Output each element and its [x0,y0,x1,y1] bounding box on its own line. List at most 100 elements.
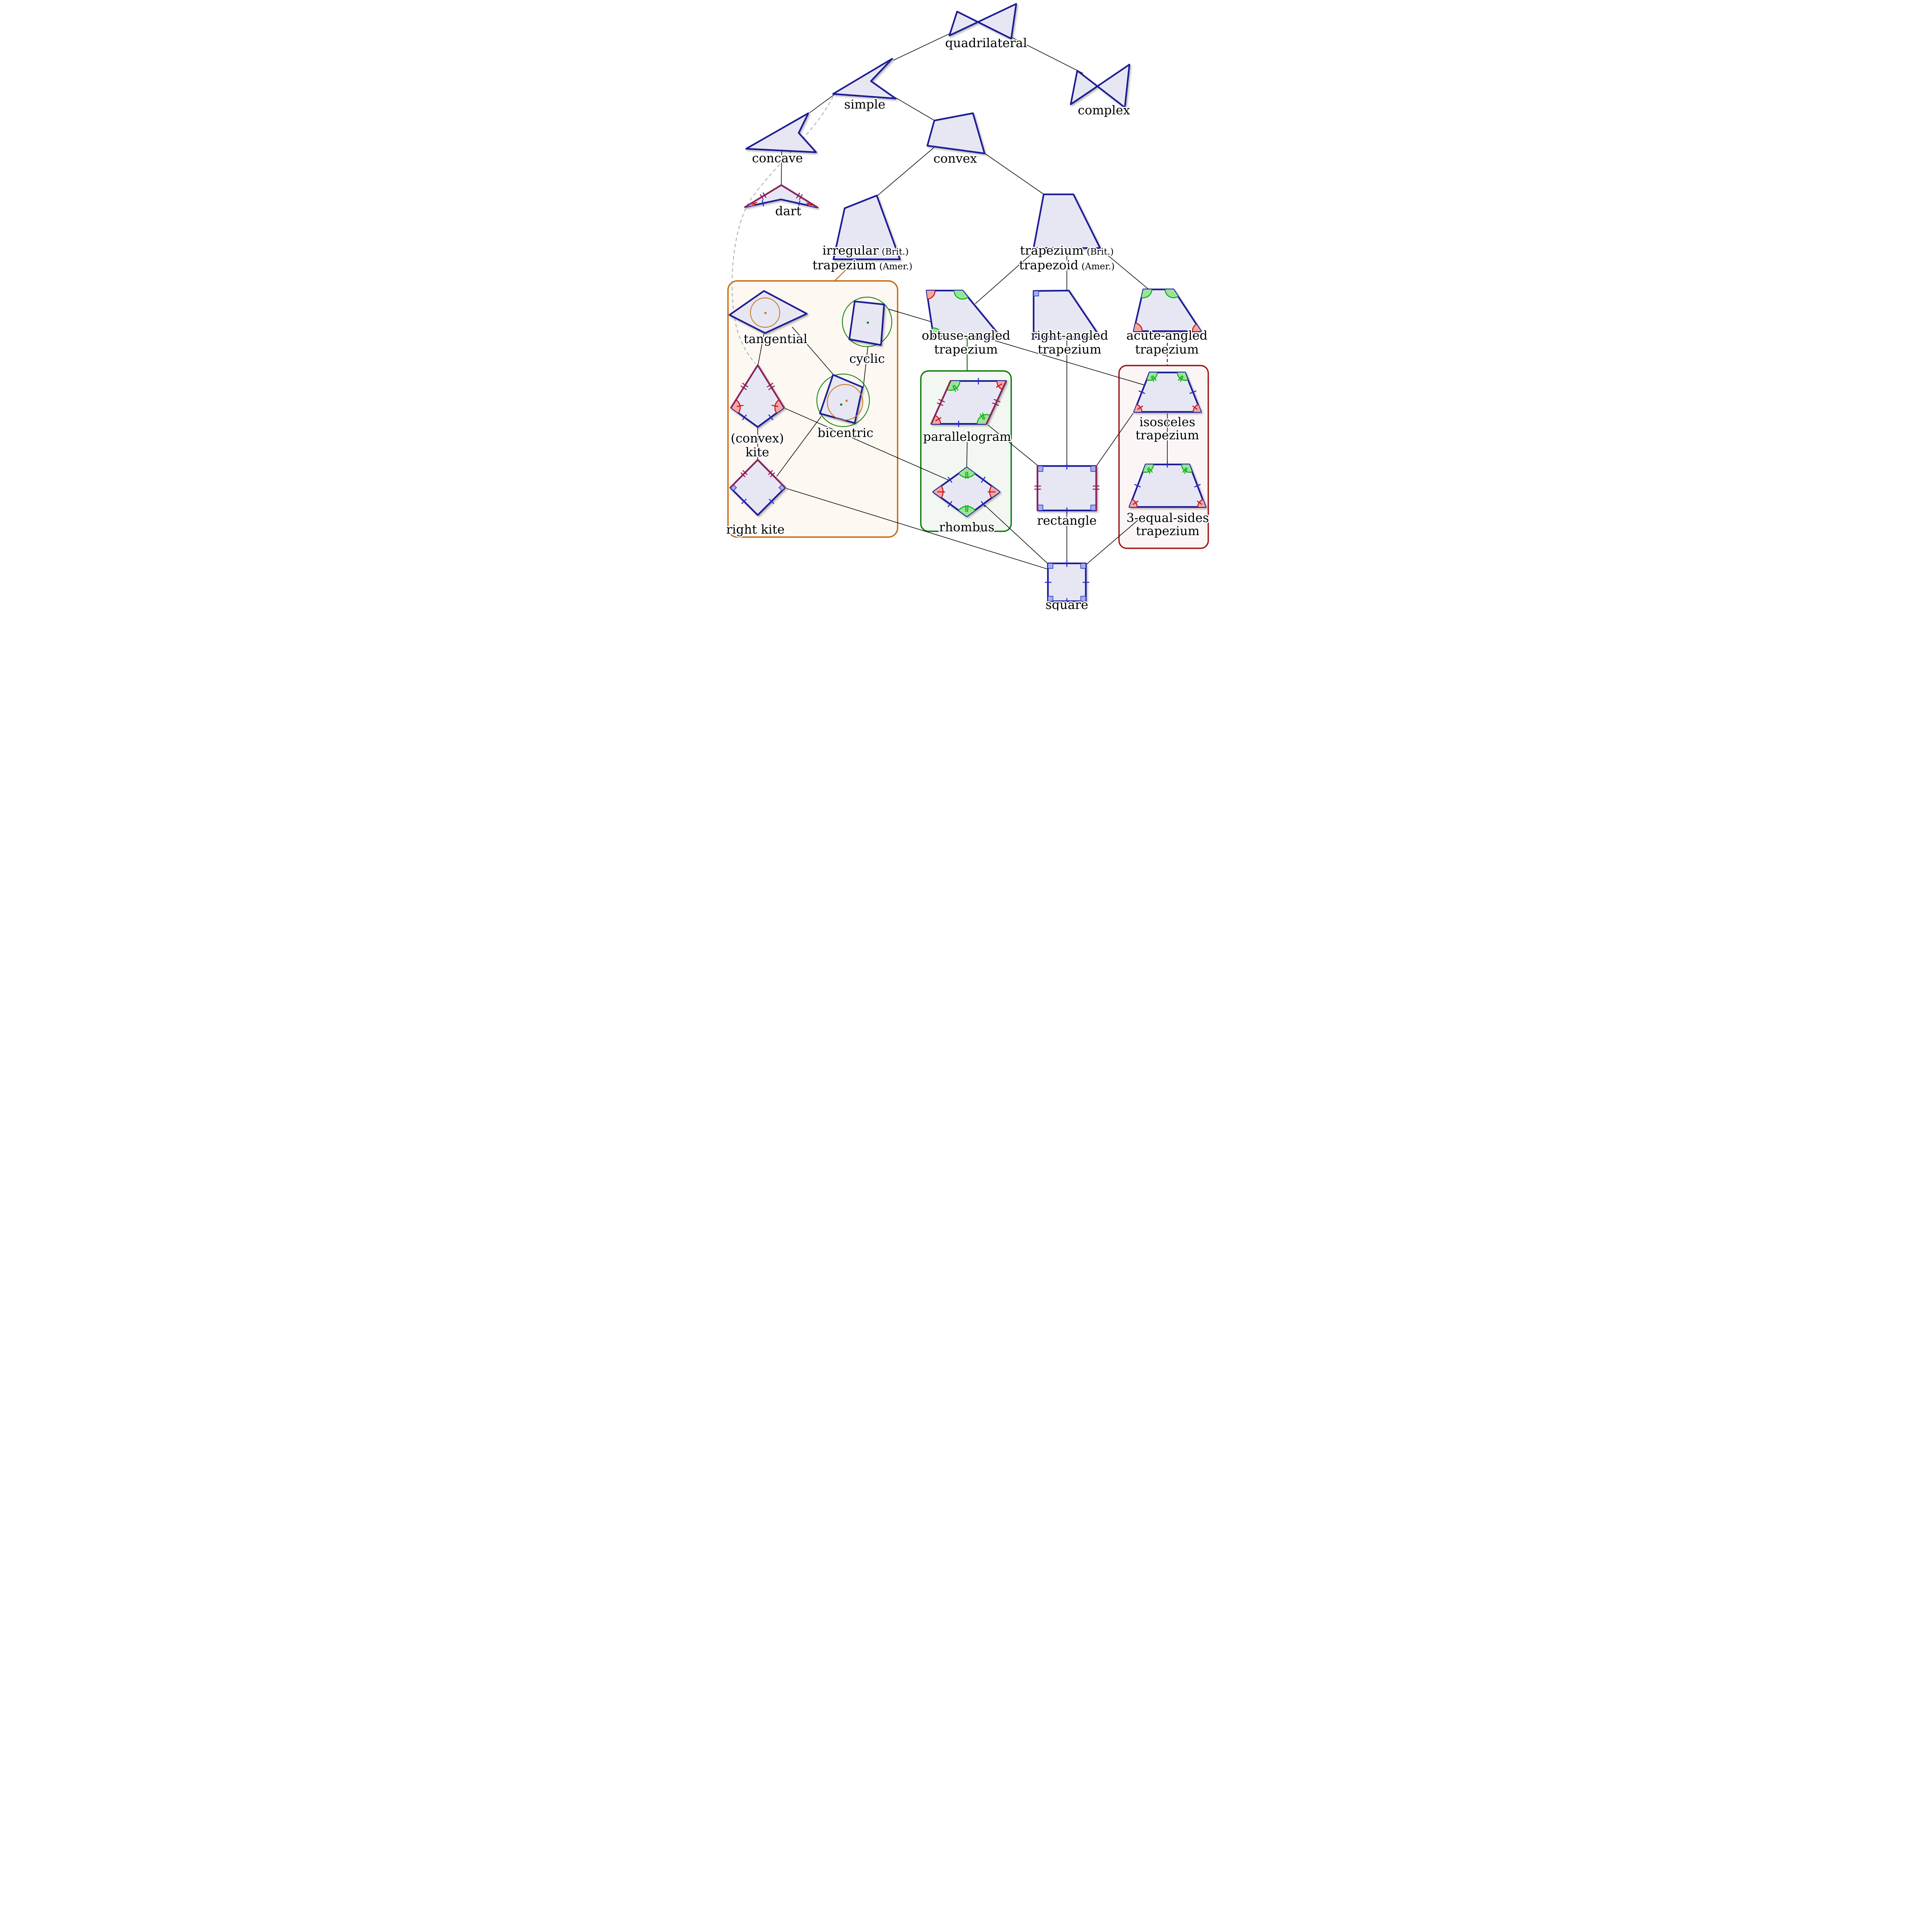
rightangled-trapezium-shape [1032,289,1101,338]
angle-mark-fill [775,400,784,413]
node-rightangled-trapezium: right-angled trapezium [1030,289,1109,358]
tick [742,414,747,420]
dart-ticks [760,192,803,207]
node-right-kite: right kite [725,459,786,538]
node-square: square [1044,560,1089,611]
concave-label: concave [752,151,803,165]
tick [760,194,764,200]
irregular-shape [832,194,901,260]
label-main: trapezium [1020,243,1084,258]
angle-tick [771,405,779,407]
parallelogram-label: parallelogram [923,429,1011,444]
trapezium-label-line1: trapezium(Brit.) [1020,243,1114,258]
rightangled-label-line2: trapezium [1038,342,1102,357]
concave-quadrilateral-shape [745,112,817,153]
edge-trapezium-acute [1100,249,1149,290]
kite-equal-edge [729,459,759,489]
node-cyclic: cyclic [842,296,893,367]
tangential-shape [728,290,808,334]
tick [769,498,774,504]
edge-threeequal-square [1086,515,1143,565]
angle-tick [980,413,984,420]
kite-equal-edge [757,459,786,489]
angle-mark-fill [927,291,935,299]
rectangle-shape [1036,465,1097,512]
tick [762,192,767,198]
edge-rhombus-square [984,505,1049,565]
angle-tick [1133,500,1139,505]
node-tangential: tangential [728,290,808,347]
three-equal-label-line2: trapezium [1136,524,1200,538]
angle-mark-fill [959,506,975,516]
edge-rightkite-square [786,488,1048,570]
label-main: irregular [822,243,879,258]
label-note: (Brit.) [1087,247,1114,257]
angle-mark-fill [997,381,1006,389]
tick [740,385,747,390]
obtuse-label-line1: obtuse-angled [922,328,1010,343]
trapezium-shape [1032,193,1101,249]
circumcenter-dot [867,321,869,324]
kite-label-line2: kite [745,445,769,459]
trapezium-label-line2: trapezoid(Amer.) [1019,258,1114,272]
right-angle-mark [1037,505,1043,511]
edge-isosceles-rectangle [1096,413,1134,466]
angle-tick [1182,467,1187,473]
edge-kite-rhombus [785,408,949,481]
node-kite: (convex) kite [730,364,785,461]
cyclic-label: cyclic [849,351,885,366]
equal-edge [930,380,952,425]
tick [768,414,774,420]
tick [937,402,944,406]
angle-tick [953,384,959,391]
angle-tick [1178,375,1183,381]
angle-mark-fill [1197,500,1206,507]
circumcenter-dot [840,403,842,406]
node-trapezium: trapezium(Brit.) trapezoid(Amer.) [1018,193,1116,274]
circumcircle [816,373,870,427]
kite-ticks [740,383,775,420]
edge-trapezium-obtuse [975,250,1036,304]
angle-mark-arc [927,290,936,300]
edge-simple-convex [895,97,934,121]
label-note: (Amer.) [879,262,912,272]
angle-mark-arc [946,381,961,391]
simple-quadrilateral-shape [832,58,897,100]
angle-mark-arc [1141,289,1153,298]
node-concave: concave [745,112,817,167]
angle-tick [996,383,1002,388]
simple-label: simple [844,97,886,112]
incircle [750,297,781,328]
obtuse-label-line2: trapezium [934,342,998,357]
convex-label: convex [934,151,977,166]
right-kite-ticks [740,470,775,504]
convex-quadrilateral-shape [926,112,986,155]
incenter-dot [764,312,767,314]
rhombus-ticks [947,476,986,507]
kite-equal-edge [730,364,759,409]
angle-mark-fill [959,468,975,478]
angle-tick [1197,500,1202,505]
right-angle-mark [1080,596,1086,602]
edge-convex-trapezium [984,153,1045,195]
incircle [827,384,864,421]
tick [1134,484,1141,488]
angle-tick [1151,376,1155,382]
edge-parallelogram-rectangle [988,425,1038,466]
angle-mark-fill [931,415,941,424]
node-complex: complex [1070,63,1131,119]
rhombus-label: rhombus [939,520,994,534]
node-acute-trapezium: acute-angled trapezium [1125,288,1209,358]
dart-label: dart [775,204,801,218]
node-simple: simple [832,58,897,113]
node-quadrilateral: quadrilateral [944,3,1028,51]
angle-mark-arc [1177,372,1188,381]
isosceles-label-line2: trapezium [1136,428,1199,442]
angle-tick [736,405,744,407]
right-angle-mark [1080,563,1086,569]
page: quadrilateral simple complex concave con… [719,0,1213,611]
tick [947,476,952,483]
angle-tick [952,385,956,392]
tick [768,470,773,475]
angle-tick [1147,468,1151,474]
